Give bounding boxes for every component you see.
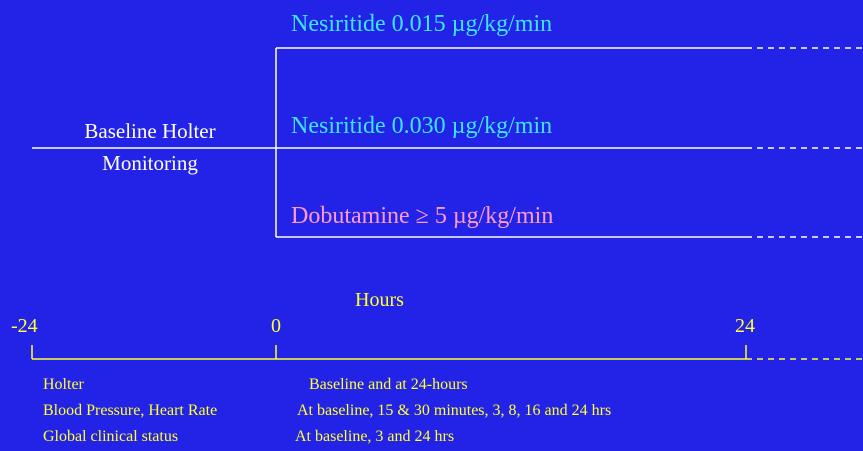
tick-label-0: 0 [271,315,281,337]
schedule-measure-holter: Holter [43,376,84,393]
schedule-timing-holter: Baseline and at 24-hours [309,376,468,393]
schedule-measure-clinical: Global clinical status [43,428,179,445]
schedule-timing-clinical: At baseline, 3 and 24 hrs [295,428,455,445]
arm-1-label: Nesiritide 0.015 µg/kg/min [291,11,553,37]
baseline-label-line-1: Baseline Holter [84,119,216,143]
baseline-label-line-2: Monitoring [102,151,198,175]
schedule-timing-bp-hr: At baseline, 15 & 30 minutes, 3, 8, 16 a… [297,402,612,419]
tick-label-minus-24: -24 [11,315,38,337]
timeline-title: Hours [355,289,404,311]
schedule-measure-bp-hr: Blood Pressure, Heart Rate [43,402,218,419]
arm-2-label: Nesiritide 0.030 µg/kg/min [291,113,553,139]
tick-label-24: 24 [735,315,755,337]
arm-3-label: Dobutamine ≥ 5 µg/kg/min [291,203,554,229]
